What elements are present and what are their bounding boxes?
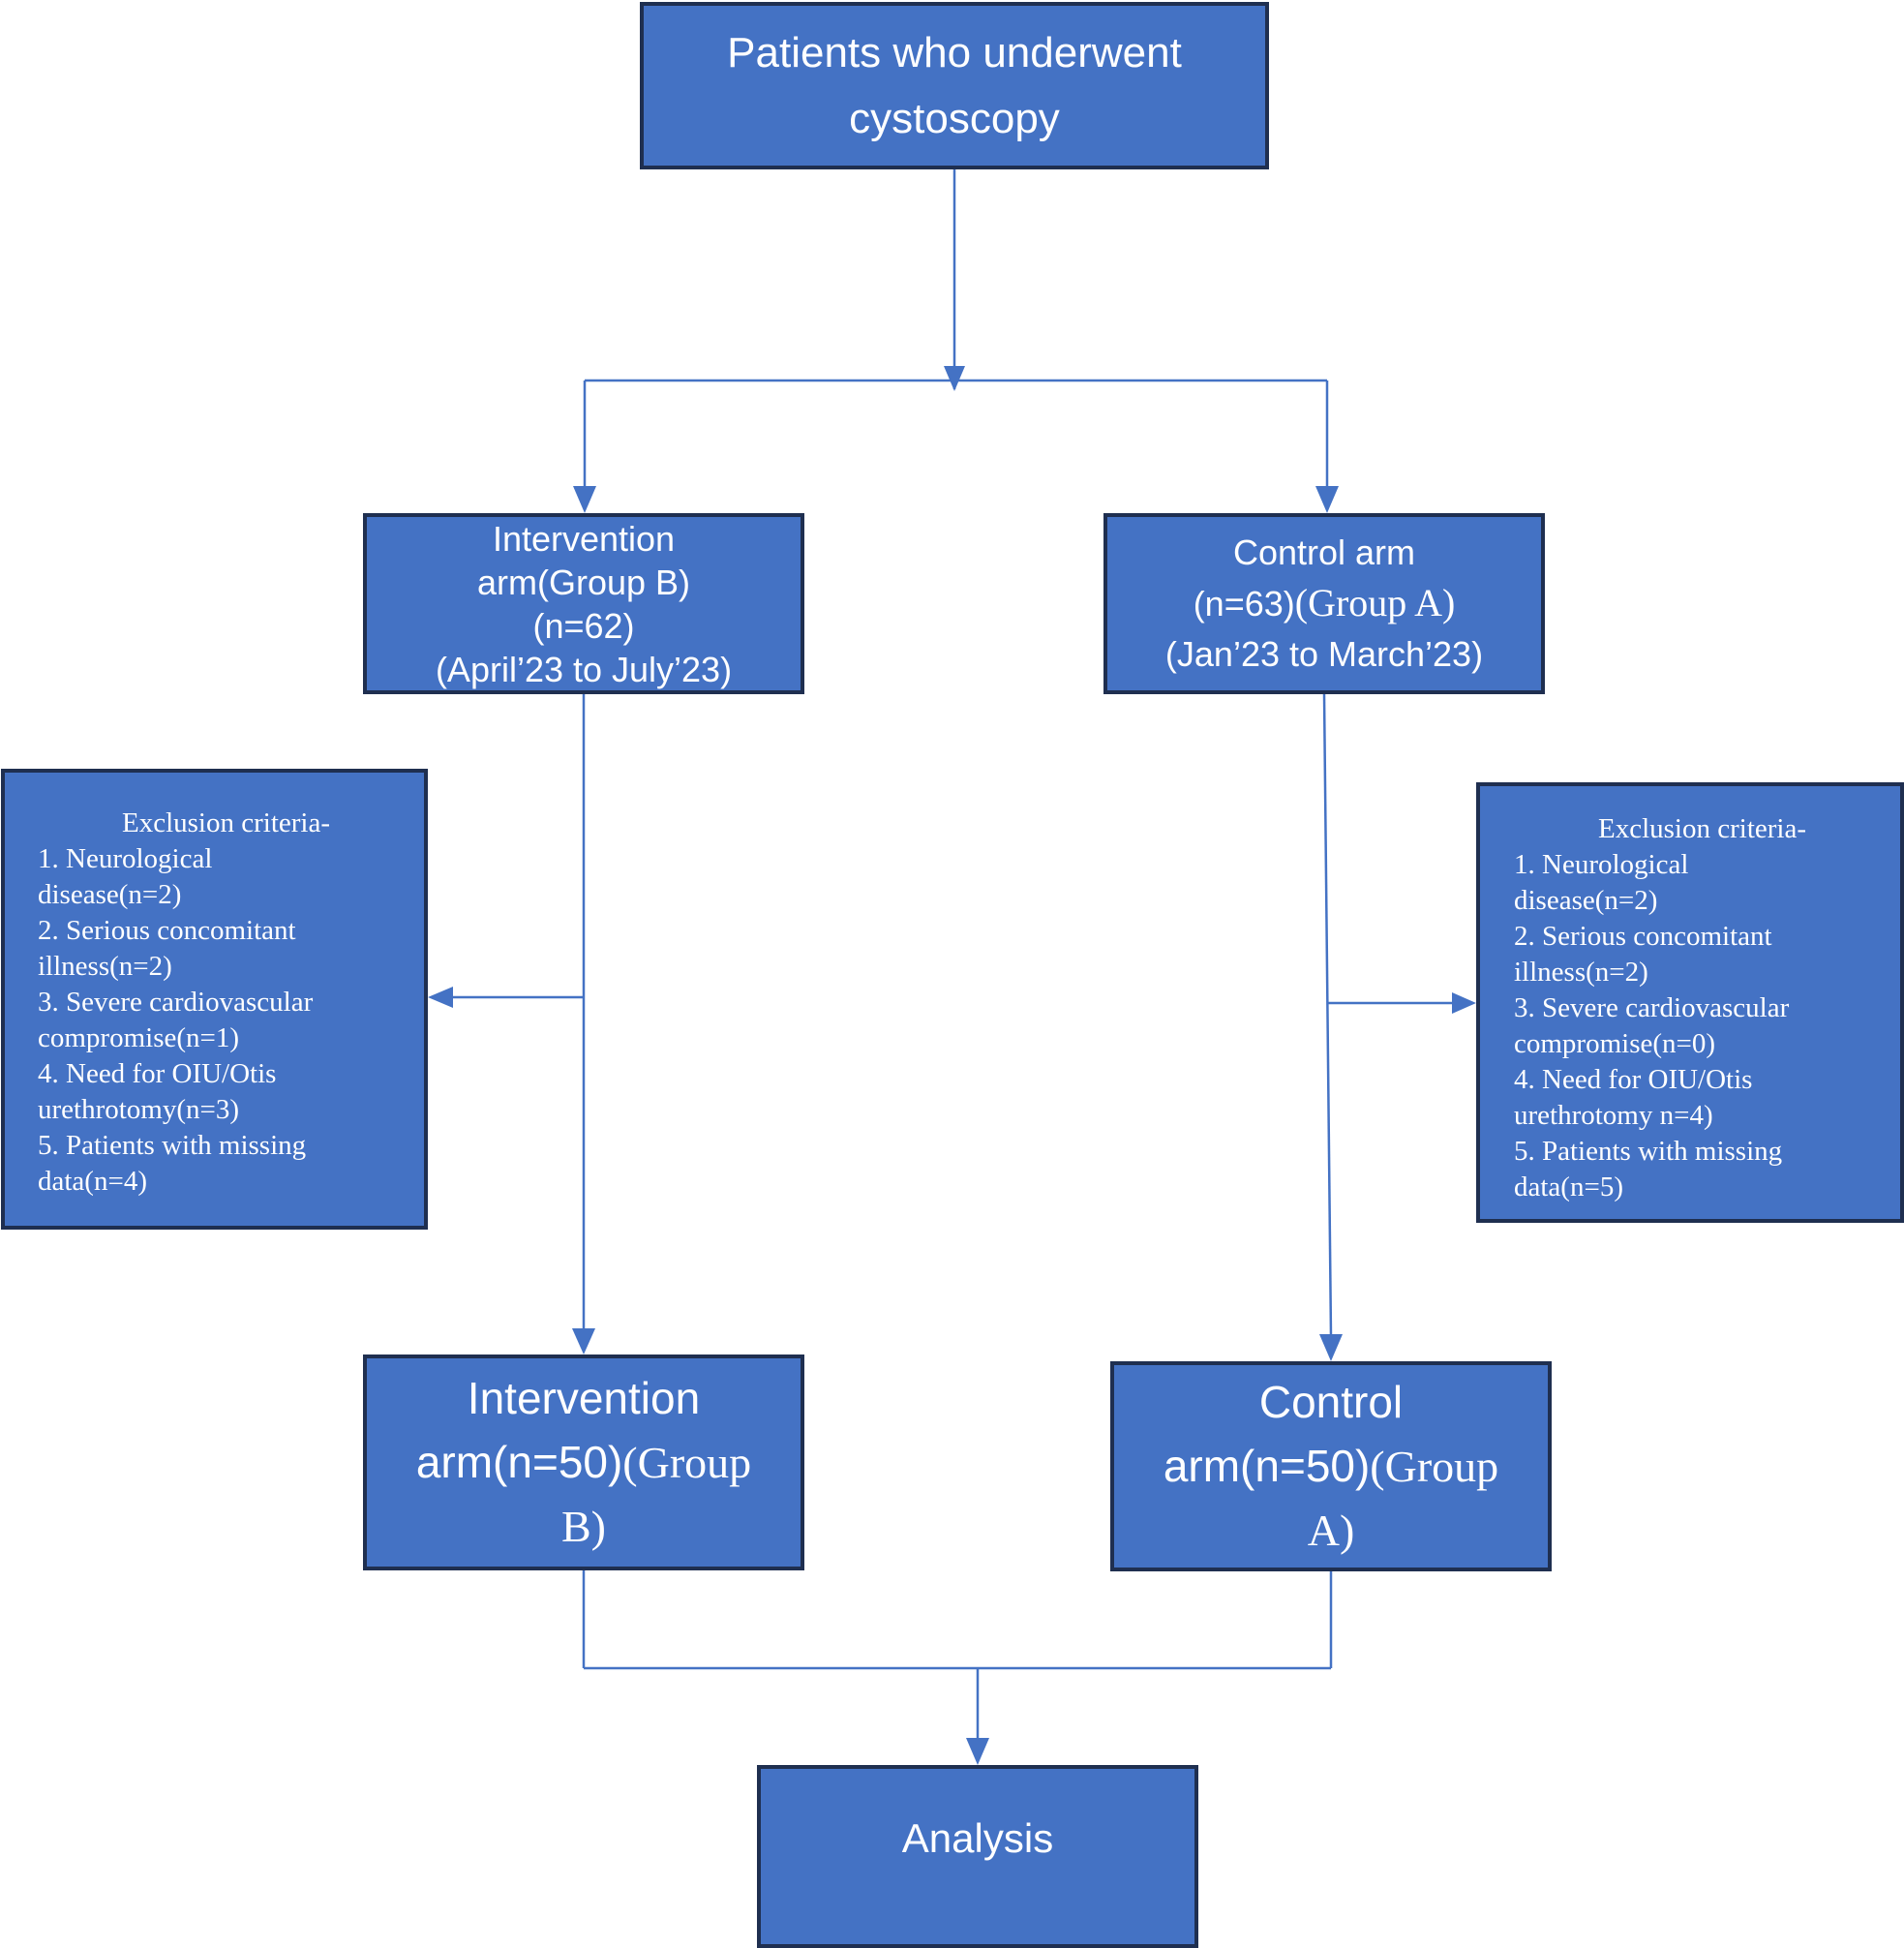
control-final-line-2: arm(n=50)(Group: [1164, 1434, 1498, 1499]
intervention-arm-line-4: (April’23 to July’23): [435, 649, 733, 689]
intervention-final-line-3: B): [561, 1502, 606, 1551]
exclusion-left-line: 4. Need for OIU/Otis: [38, 1058, 277, 1089]
exclusion-right-title: Exclusion criteria-: [1598, 813, 1806, 844]
patients-line-1: Patients who underwent: [727, 28, 1182, 76]
exclusion-right-line: 4. Need for OIU/Otis: [1514, 1064, 1753, 1095]
control-final-line-1: Control: [1258, 1377, 1404, 1427]
intervention-arm-box: Intervention arm(Group B) (n=62) (April’…: [363, 513, 804, 694]
arrowhead-intervention-final: [572, 1328, 595, 1354]
connector-control-down: [1322, 693, 1333, 1337]
intervention-final-box: Intervention arm(n=50)(Group B): [363, 1354, 804, 1570]
arrowhead-exclusion-left: [428, 987, 453, 1008]
arrowhead-control-final: [1319, 1334, 1343, 1361]
intervention-final-count: arm(n=50): [415, 1437, 623, 1487]
control-arm-line-1: Control arm: [1232, 533, 1416, 572]
exclusion-right-line: disease(n=2): [1514, 885, 1658, 916]
exclusion-right-line: urethrotomy n=4): [1514, 1100, 1713, 1131]
exclusion-right-line: 3. Severe cardiovascular: [1514, 992, 1790, 1023]
exclusion-left-title: Exclusion criteria-: [122, 807, 330, 838]
intervention-arm-line-2: arm(Group B): [476, 562, 691, 602]
exclusion-right-line: illness(n=2): [1514, 957, 1648, 988]
analysis-label: Analysis: [901, 1815, 1054, 1861]
control-arm-line-3: (Jan’23 to March’23): [1164, 634, 1484, 674]
control-final-line-3: A): [1307, 1506, 1355, 1555]
control-arm-count: (n=63): [1193, 584, 1295, 624]
exclusion-left-line: 5. Patients with missing: [38, 1130, 307, 1161]
exclusion-right-line: 2. Serious concomitant: [1514, 921, 1772, 952]
intervention-final-line-2: arm(n=50)(Group: [416, 1430, 751, 1495]
analysis-box: Analysis: [757, 1765, 1198, 1948]
control-final-group: (Group: [1370, 1442, 1499, 1491]
control-final-box: Control arm(n=50)(Group A): [1110, 1361, 1552, 1571]
exclusion-left-line: 2. Serious concomitant: [38, 915, 296, 946]
control-arm-group: (Group A): [1294, 581, 1456, 624]
arrowhead-analysis: [966, 1738, 989, 1765]
exclusion-right-line: 5. Patients with missing: [1514, 1136, 1783, 1167]
exclusion-left-line: disease(n=2): [38, 879, 182, 910]
intervention-arm-line-1: Intervention: [492, 518, 676, 559]
patients-box: Patients who underwent cystoscopy: [640, 2, 1269, 169]
exclusion-left-line: compromise(n=1): [38, 1022, 240, 1053]
control-arm-box: Control arm (n=63)(Group A) (Jan’23 to M…: [1103, 513, 1545, 694]
exclusion-left-line: 1. Neurological: [38, 843, 213, 874]
exclusion-criteria-right-box: Exclusion criteria- 1. Neurological dise…: [1476, 782, 1904, 1223]
exclusion-left-line: urethrotomy(n=3): [38, 1094, 240, 1125]
exclusion-left-line: data(n=4): [38, 1166, 147, 1197]
exclusion-right-line: data(n=5): [1514, 1172, 1623, 1202]
intervention-final-group: (Group: [622, 1438, 752, 1487]
exclusion-right-line: compromise(n=0): [1514, 1028, 1716, 1059]
arrowhead-intervention-arm: [573, 486, 596, 513]
exclusion-criteria-left-box: Exclusion criteria- 1. Neurological dise…: [1, 769, 428, 1230]
intervention-final-line-1: Intervention: [467, 1373, 701, 1423]
control-arm-line-2: (n=63)(Group A): [1194, 578, 1456, 629]
intervention-arm-line-3: (n=62): [532, 605, 635, 646]
patients-line-2: cystoscopy: [849, 94, 1060, 142]
exclusion-right-line: 1. Neurological: [1514, 849, 1689, 880]
exclusion-left-line: illness(n=2): [38, 951, 172, 982]
control-final-count: arm(n=50): [1163, 1441, 1371, 1491]
arrowhead-control-arm: [1315, 486, 1339, 513]
arrowhead-split: [944, 366, 965, 391]
exclusion-left-line: 3. Severe cardiovascular: [38, 987, 314, 1018]
arrowhead-exclusion-right: [1452, 992, 1476, 1014]
